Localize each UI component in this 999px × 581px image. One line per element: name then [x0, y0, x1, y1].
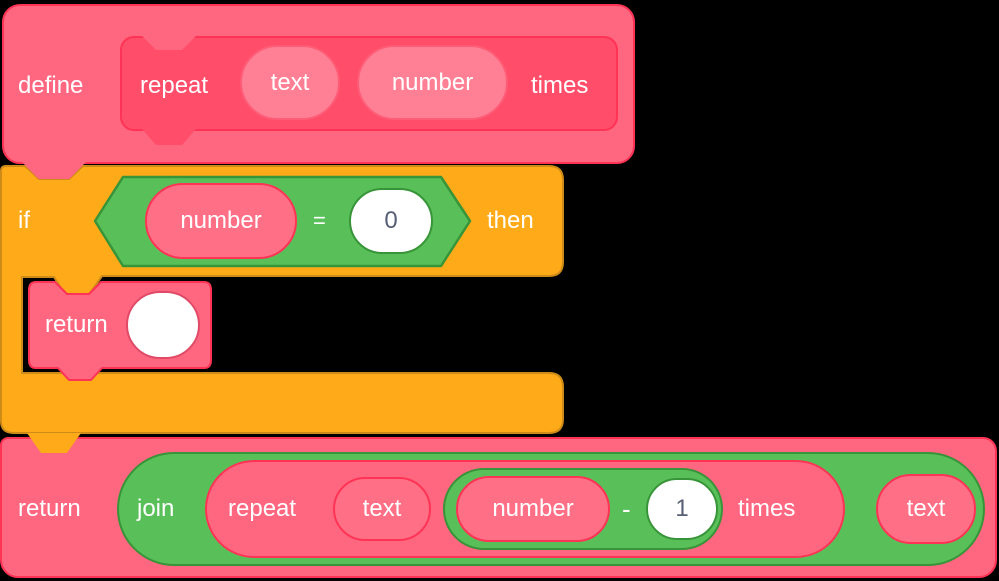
- prototype-name-label: repeat: [140, 72, 209, 99]
- if-keyword-label: if: [18, 207, 30, 234]
- repeat-call-arg-text[interactable]: text: [333, 477, 431, 541]
- subtraction-value-input[interactable]: 1: [646, 478, 718, 540]
- join-arg2-text[interactable]: text: [876, 474, 976, 544]
- subtraction-value-text: 1: [675, 495, 689, 522]
- then-label: then: [487, 207, 534, 234]
- define-block-bottom-tab: [22, 162, 86, 179]
- return-join-keyword-label: return: [18, 495, 81, 522]
- prototype-bottom-tab: [142, 129, 196, 145]
- prototype-arg-number-label: number: [391, 68, 474, 96]
- subtraction-arg-number-label: number: [492, 495, 574, 522]
- condition-arg-number[interactable]: number: [145, 183, 297, 259]
- equals-value-text: 0: [384, 207, 398, 234]
- equals-operator-label: =: [313, 208, 326, 233]
- if-block-bottom-tab: [27, 433, 81, 453]
- repeat-call-arg-text-label: text: [362, 495, 402, 522]
- prototype-block[interactable]: [120, 36, 618, 131]
- prototype-top-notch: [142, 36, 196, 50]
- prototype-arg-text-label: text: [270, 68, 310, 96]
- condition-arg-number-label: number: [180, 207, 262, 234]
- prototype-arg-number[interactable]: number: [357, 45, 508, 120]
- equals-value-input[interactable]: 0: [349, 188, 433, 254]
- repeat-call-suffix-label: times: [738, 495, 796, 522]
- return-value-input[interactable]: [126, 291, 200, 359]
- define-keyword-label: define: [18, 72, 84, 99]
- prototype-suffix-label: times: [531, 72, 589, 99]
- return-keyword-label: return: [45, 311, 108, 338]
- subtraction-arg-number[interactable]: number: [456, 476, 610, 542]
- join-label: join: [137, 495, 175, 522]
- prototype-arg-text[interactable]: text: [240, 45, 340, 120]
- join-arg2-text-label: text: [906, 495, 946, 522]
- minus-operator-label: -: [622, 493, 631, 524]
- repeat-call-name-label: repeat: [228, 495, 297, 522]
